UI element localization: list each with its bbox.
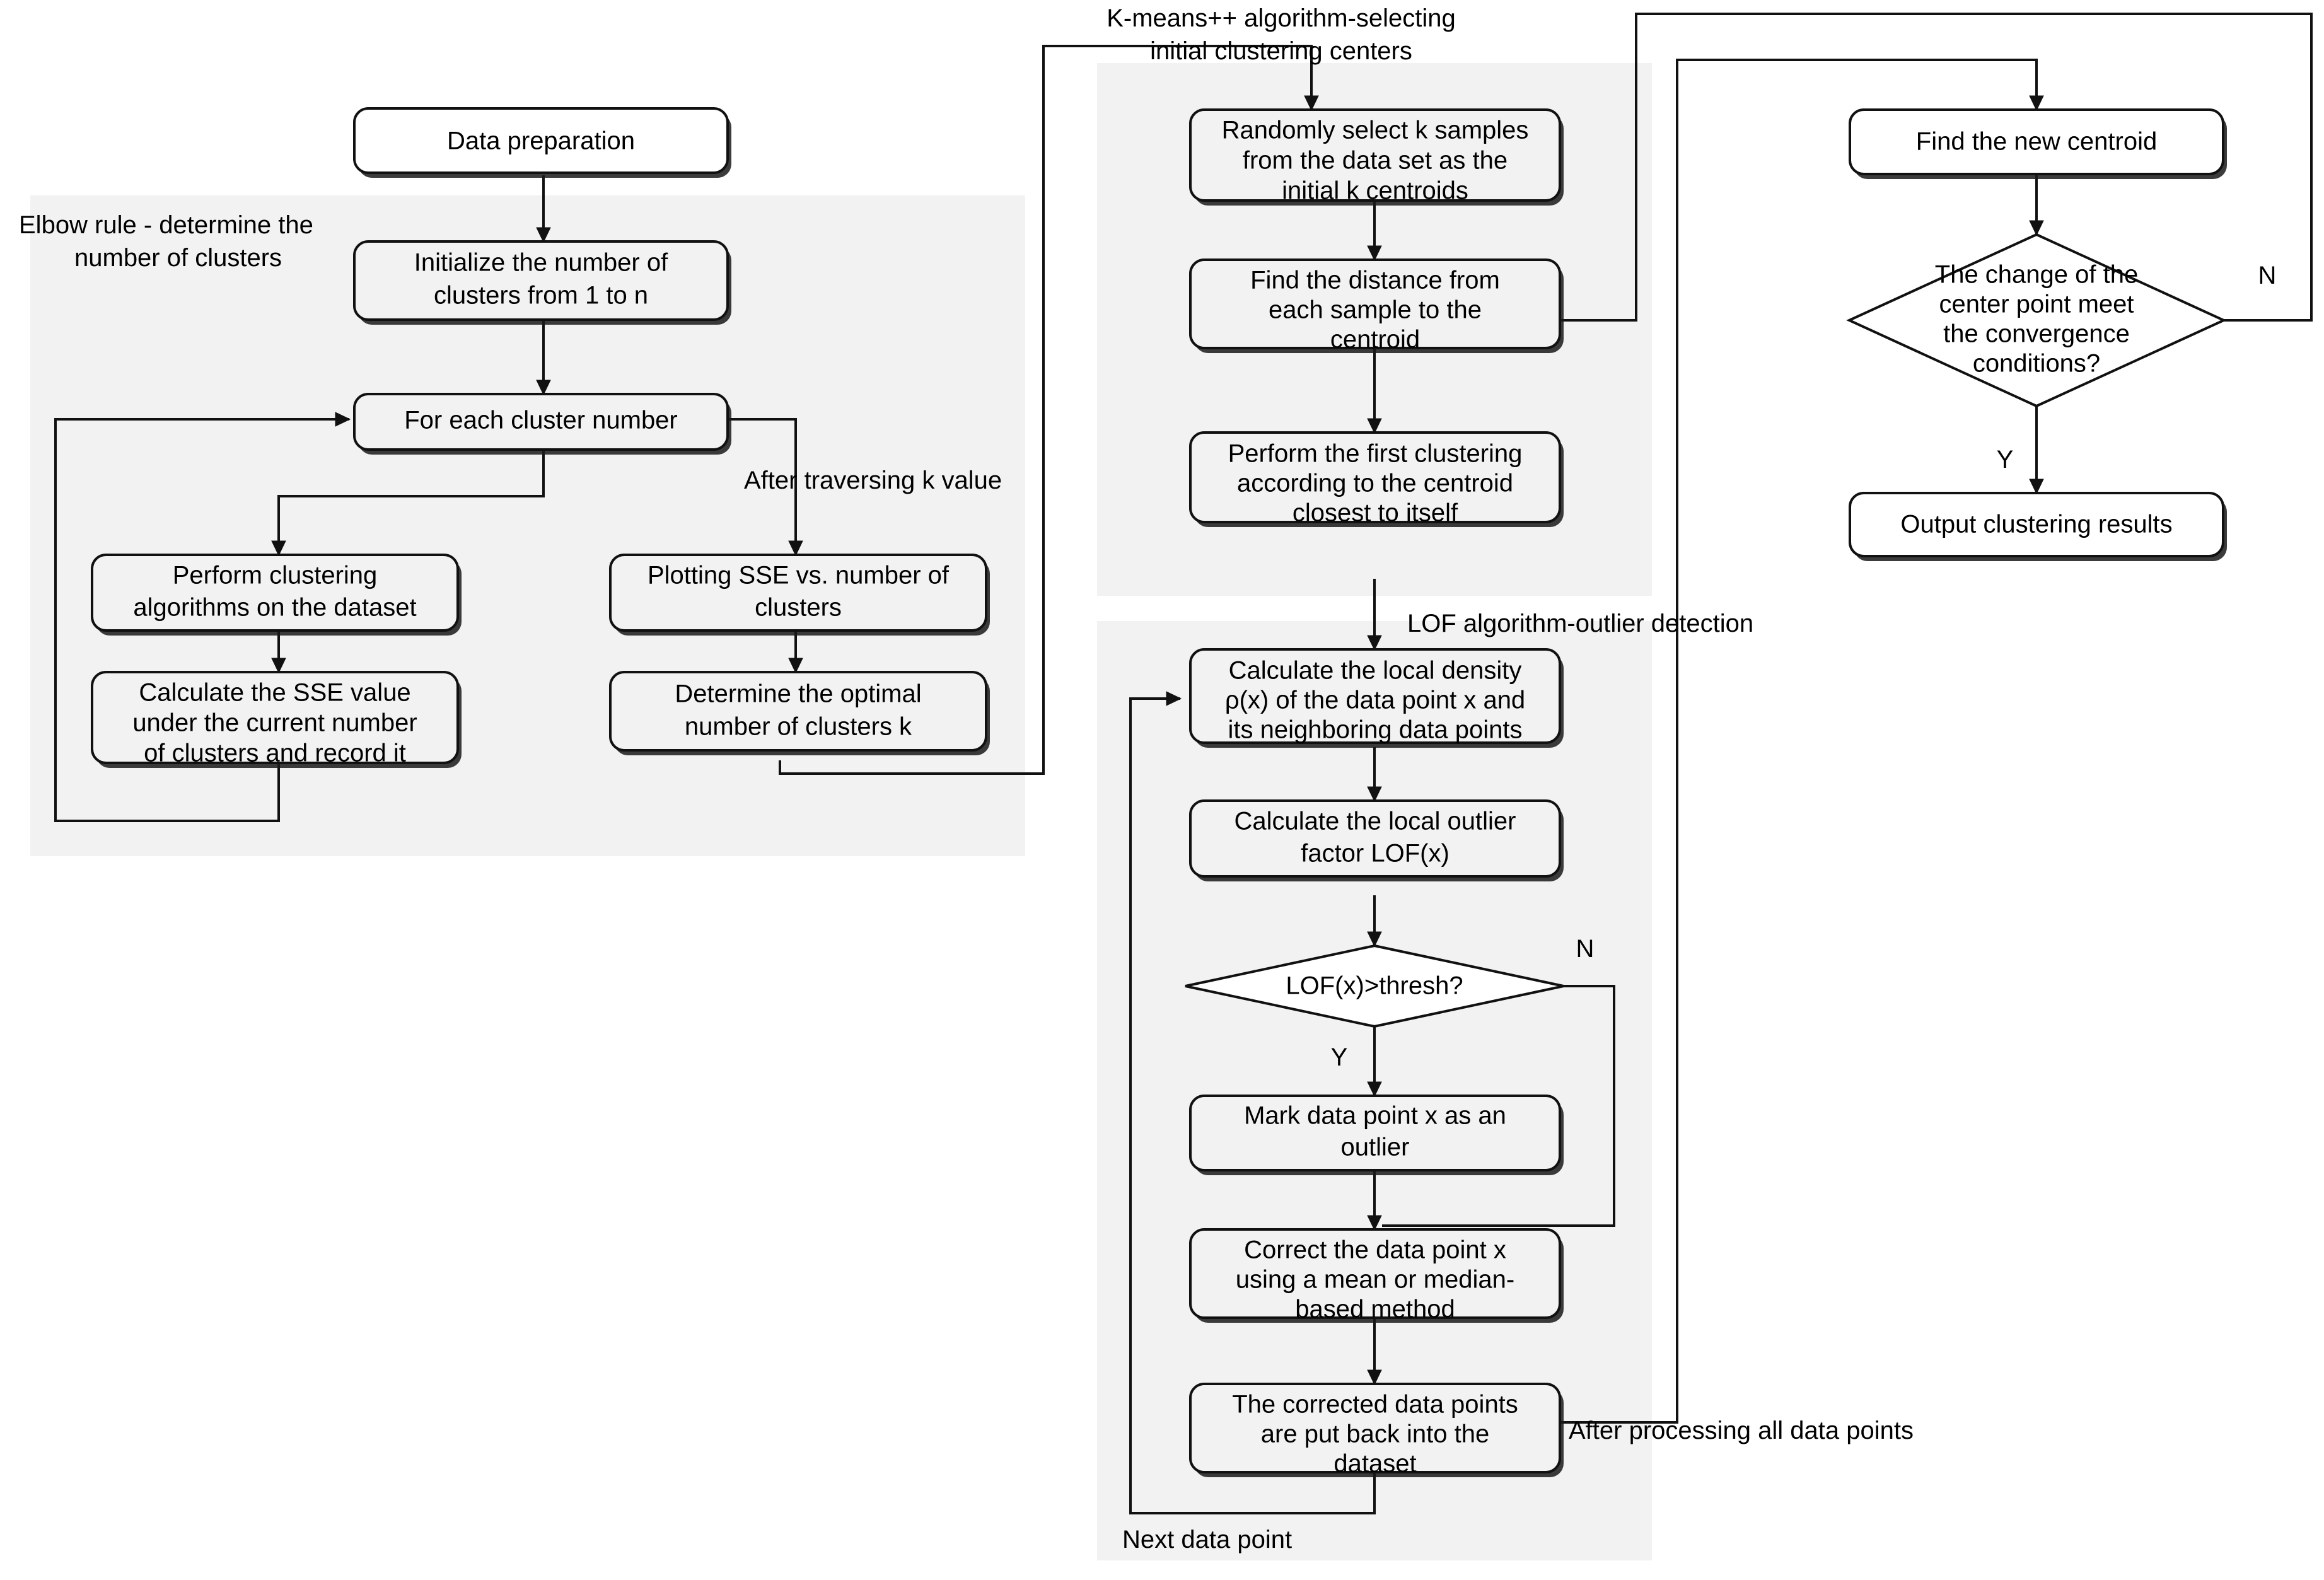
node-perform-first-clustering[interactable]: Perform the first clustering according t… [1189, 431, 1564, 527]
node-label-line2: are put back into the [1261, 1420, 1489, 1448]
edge-label-after-processing-all-data-points: After processing all data points [1569, 1417, 1914, 1444]
edge-label-after-traversing-k-value: After traversing k value [744, 467, 1002, 494]
node-label-line2: ρ(x) of the data point x and [1225, 687, 1525, 714]
node-label-line2: from the data set as the [1243, 147, 1508, 175]
node-label: Find the new centroid [1916, 128, 2157, 156]
node-label-line1: Calculate the SSE value [139, 679, 410, 707]
node-label-line3: closest to itself [1293, 499, 1458, 527]
panel-label-line1: Elbow rule - determine the [19, 211, 313, 239]
node-label-line2: using a mean or median- [1236, 1266, 1514, 1294]
edge-calculate-sse-loopback [54, 412, 351, 822]
node-plotting-sse[interactable]: Plotting SSE vs. number of clusters [609, 554, 990, 636]
edge-foreach-to-perform-clustering [271, 450, 545, 557]
edge-label-lof-branch-no: N [1576, 935, 1595, 963]
node-label-line3: based method [1295, 1296, 1455, 1323]
node-calculate-sse-value[interactable]: Calculate the SSE value under the curren… [91, 671, 462, 768]
node-label: LOF(x)>thresh? [1286, 972, 1463, 1000]
node-label-line2: clusters from 1 to n [434, 282, 648, 310]
node-label-line1: Plotting SSE vs. number of [648, 562, 950, 590]
node-label-line3: its neighboring data points [1228, 716, 1523, 744]
node-label-line1: Find the distance from [1250, 267, 1500, 294]
node-label-line2: under the current number [132, 709, 417, 737]
node-label-line1: Correct the data point x [1244, 1236, 1506, 1264]
node-label-line1: Perform clustering [173, 562, 378, 590]
node-label-line1: Mark data point x as an [1244, 1102, 1506, 1130]
node-label: Data preparation [447, 127, 635, 155]
node-label-line2: algorithms on the dataset [133, 594, 416, 622]
panel-label-line2: initial clustering centers [1150, 37, 1412, 65]
node-label-line1: Initialize the number of [414, 249, 668, 277]
panel-label-line2: number of clusters [74, 244, 282, 272]
node-calculate-lof[interactable]: Calculate the local outlier factor LOF(x… [1189, 799, 1564, 881]
node-perform-clustering-algorithms[interactable]: Perform clustering algorithms on the dat… [91, 554, 462, 636]
node-label-line2: factor LOF(x) [1301, 840, 1450, 868]
node-label-line2: clusters [755, 594, 842, 622]
panel-label-line1: K-means++ algorithm-selecting [1107, 4, 1456, 32]
node-label-line3: initial k centroids [1282, 177, 1468, 205]
node-output-clustering-results[interactable]: Output clustering results [1849, 492, 2227, 561]
node-label-line2: according to the centroid [1237, 470, 1513, 497]
node-label-line1: Calculate the local density [1229, 657, 1522, 685]
node-label-line2: number of clusters k [685, 713, 912, 741]
panel-label-kmeans: K-means++ algorithm-selecting initial cl… [1107, 4, 1456, 65]
node-put-back-dataset[interactable]: The corrected data points are put back i… [1189, 1383, 1564, 1478]
edge-label-convergence-branch-yes: Y [1997, 446, 2014, 473]
node-label-line4: conditions? [1973, 350, 2100, 378]
node-determine-optimal-k[interactable]: Determine the optimal number of clusters… [609, 671, 990, 755]
node-label-line2: center point meet [1939, 291, 2134, 318]
edge-putback-next-data-point-loop [1129, 691, 1376, 1514]
node-randomly-select-k-samples[interactable]: Randomly select k samples from the data … [1189, 108, 1564, 206]
node-label-line1: Randomly select k samples [1222, 117, 1529, 144]
node-label-line1: Calculate the local outlier [1235, 808, 1516, 835]
node-find-new-centroid[interactable]: Find the new centroid [1849, 108, 2227, 179]
node-label: For each cluster number [404, 407, 678, 434]
node-label-line3: the convergence [1943, 320, 2130, 348]
node-label-line1: The corrected data points [1232, 1391, 1518, 1419]
node-label-line3: centroid [1330, 326, 1420, 354]
panel-label-lof: LOF algorithm-outlier detection [1407, 610, 1753, 637]
panel-label-elbow-rule: Elbow rule - determine the number of clu… [19, 211, 313, 272]
node-label-line1: Determine the optimal [675, 680, 921, 708]
node-initialize-clusters[interactable]: Initialize the number of clusters from 1… [353, 240, 731, 325]
node-label-line2: each sample to the [1269, 296, 1482, 324]
edge-putback-to-find-new-centroid [1538, 59, 2044, 1424]
node-label-line3: of clusters and record it [144, 740, 406, 767]
node-label-line1: The change of the [1935, 261, 2138, 289]
node-lof-threshold-decision[interactable]: LOF(x)>thresh? [1185, 944, 1564, 1028]
edge-determine-k-to-kmeans [779, 45, 1319, 775]
node-find-distance-to-centroid[interactable]: Find the distance from each sample to th… [1189, 258, 1564, 354]
node-label-line3: dataset [1333, 1450, 1416, 1478]
edge-convergence-no-loopback [1461, 13, 2313, 328]
panel-label-line1: LOF algorithm-outlier detection [1407, 610, 1753, 637]
node-mark-outlier[interactable]: Mark data point x as an outlier [1189, 1095, 1564, 1175]
node-calculate-local-density[interactable]: Calculate the local density ρ(x) of the … [1189, 648, 1564, 748]
edge-label-lof-branch-yes: Y [1331, 1043, 1348, 1071]
edge-foreach-to-plotting-sse [700, 418, 803, 557]
node-convergence-decision[interactable]: The change of the center point meet the … [1846, 233, 2227, 408]
edge-label-convergence-branch-no: N [2258, 262, 2277, 289]
edge-label-next-data-point: Next data point [1122, 1526, 1292, 1554]
node-correct-data-point[interactable]: Correct the data point x using a mean or… [1189, 1228, 1564, 1323]
node-data-preparation[interactable]: Data preparation [353, 107, 731, 178]
node-label: Output clustering results [1900, 511, 2172, 538]
node-label-line1: Perform the first clustering [1228, 440, 1523, 468]
node-for-each-cluster-number[interactable]: For each cluster number [353, 393, 731, 455]
node-label-line2: outlier [1341, 1134, 1410, 1161]
